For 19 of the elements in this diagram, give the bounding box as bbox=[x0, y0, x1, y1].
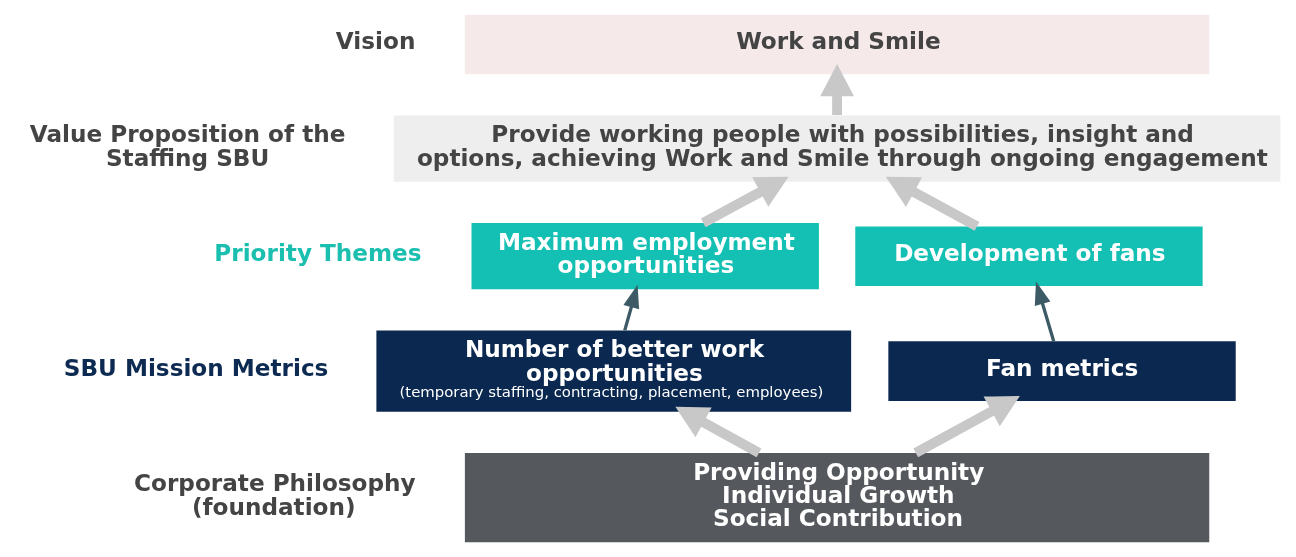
arrow bbox=[1034, 281, 1055, 342]
node-box: Work and Smile bbox=[464, 14, 1209, 75]
node-box: Number of better work opportunities (temporary staffing, contracting, placement, employees) bbox=[375, 330, 851, 412]
arrow bbox=[674, 406, 761, 458]
node-box: Maximum employment opportunities bbox=[471, 223, 819, 290]
arrow bbox=[819, 64, 854, 116]
arrow bbox=[912, 395, 1020, 458]
label: SBU Mission Metrics bbox=[63, 354, 328, 381]
label: Corporate Philosophy (foundation) bbox=[133, 470, 416, 520]
node-box: Provide working people with possibilities, insight and options, achieving Work and Smile through ongoing engagement bbox=[393, 115, 1280, 182]
label: Vision bbox=[335, 27, 415, 54]
node-box: Development of fans bbox=[854, 226, 1203, 286]
arrow bbox=[622, 284, 639, 331]
label: Priority Themes bbox=[213, 239, 422, 266]
node-box: Fan metrics bbox=[887, 341, 1236, 401]
label: Value Proposition of the Staffing SBU bbox=[29, 121, 345, 171]
arrow bbox=[885, 176, 979, 231]
node-box: Providing Opportunity Individual Growth Social Contribution bbox=[464, 453, 1209, 543]
arrow bbox=[700, 176, 789, 228]
